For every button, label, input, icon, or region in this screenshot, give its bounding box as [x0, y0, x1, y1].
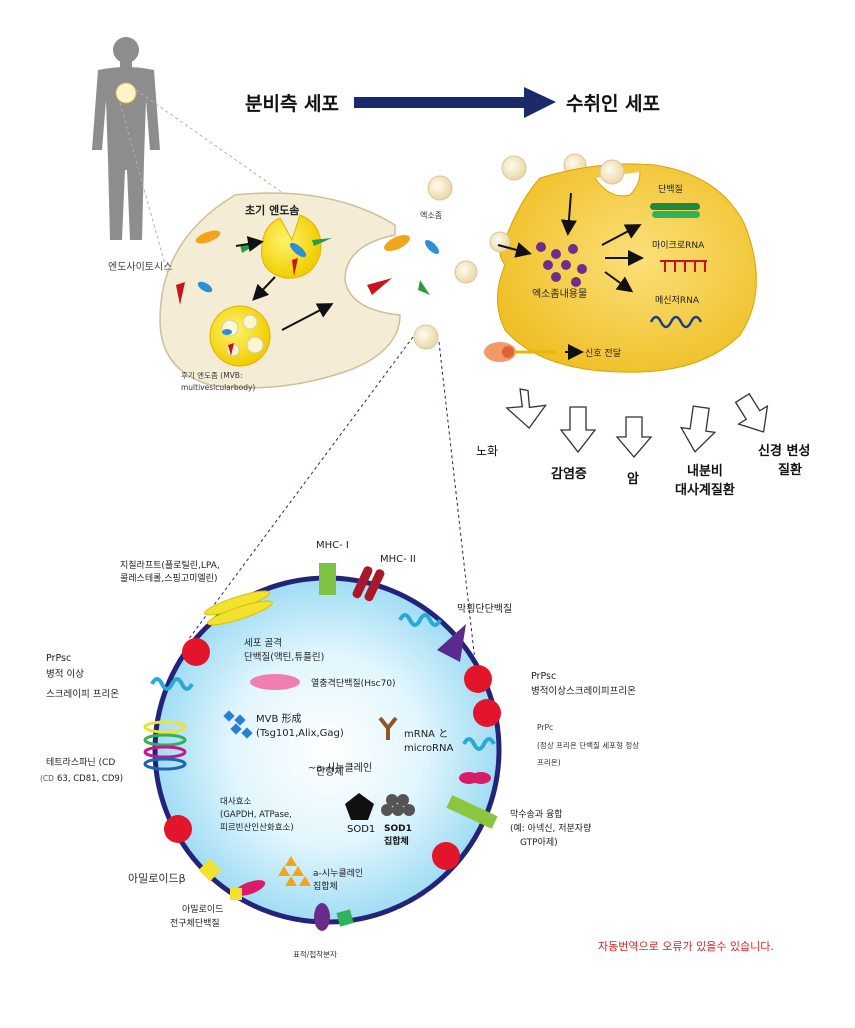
mrna-label-line1: mRNA と [404, 728, 448, 740]
late-endosome-mvb [209, 305, 271, 367]
mhc2-label: MHC- II [380, 554, 416, 565]
mvb-label-line1: MVB 形成 [256, 713, 302, 725]
fusion-line3: GTP아제) [520, 837, 558, 848]
disease-endocrine-line1: 내분비 [687, 463, 723, 479]
lipid-raft-label-line1: 지질라프트(플로틸린,LPA, [120, 559, 220, 571]
mhc2-icon [352, 566, 385, 602]
microrna-icon [660, 260, 707, 272]
direction-arrow-icon [354, 87, 556, 118]
prpsc-icon [164, 638, 501, 870]
disease-aging: 노화 [476, 444, 498, 458]
microrna-label: 마이크로RNA [652, 240, 705, 251]
mrna-icon [649, 315, 703, 329]
lipid-raft-icon [204, 590, 273, 626]
tetraspanin-line2a: (CD [40, 774, 54, 783]
heat-shock-label: 열충격단백질(Hsc70) [311, 677, 396, 689]
fusion-line1: 막수송과 융합 [510, 809, 563, 820]
human-silhouette-icon [92, 37, 160, 240]
protein-label: 단백질 [658, 183, 683, 195]
tetraspanin-line1: 테트라스파닌 (CD [46, 757, 115, 768]
marker-label: 표적/접착분자 [293, 949, 337, 959]
early-endosome-label: 초기 엔도솜 [245, 203, 299, 217]
prpc-line3: 프리온) [537, 758, 561, 767]
app-label-line2: 전구체단백질 [170, 917, 220, 929]
heart-spot-icon [115, 82, 137, 104]
disease-cancer: 암 [627, 471, 639, 487]
transmembrane-wave-icon [398, 613, 442, 627]
tetraspanin-line2b: 63, CD81, CD9) [57, 774, 123, 784]
transmembrane-protein-icon [437, 624, 466, 662]
exosome-contents-cluster [536, 242, 587, 287]
mvb-label-line2: (Tsg101,Alix,Gag) [256, 728, 344, 739]
prpc-line2: (정상 프리온 단백질 세포형 정상 [537, 740, 639, 750]
disease-neuro-line1: 신경 변성 [758, 443, 810, 459]
protein-icon [650, 203, 700, 218]
receiving-cell-label: 수취인 세포 [566, 93, 660, 115]
prpsc-right-line1: PrPsc [531, 671, 556, 682]
late-endosome-label-line2: multivesicularbody) [181, 383, 255, 392]
sod1-agg-line2: 집합체 [384, 835, 409, 847]
sod1-aggregate-icon [381, 794, 415, 816]
signal-receptor-icon [484, 342, 555, 362]
messenger-rna-label: 메신저RNA [655, 295, 700, 306]
prpsc-right-line2: 병적이상스크레이피프리온 [531, 685, 636, 697]
fusion-line2: (예: 아넥신, 저분자량 [510, 822, 591, 834]
zoom-line [119, 102, 176, 301]
mvb-formation-icon [223, 710, 253, 739]
cytoskeleton-label-line1: 세포 골격 [244, 637, 282, 649]
zoom-line [438, 341, 477, 671]
mrna-microrna-icon [378, 716, 398, 740]
amyloid-beta-label: 아밀로이드β [128, 872, 186, 885]
synuclein-agg-line1: a-시누클레인 [313, 868, 363, 879]
process-arrows [235, 236, 334, 331]
mrna-label-line2: microRNA [404, 743, 453, 754]
receiving-arrows [497, 192, 644, 360]
mhc1-label: MHC- I [316, 540, 349, 551]
disease-neuro-line2: 질환 [778, 462, 802, 478]
transmembrane-label: 막횡단단백질 [457, 603, 512, 615]
secreting-cell-label: 분비측 세포 [245, 93, 339, 115]
sod1-label: SOD1 [347, 824, 375, 835]
sod1-icon [345, 793, 374, 820]
signal-label: 신호 전달 [585, 347, 621, 359]
enzyme-line2: (GAPDH, ATPase, [220, 810, 292, 820]
heat-shock-protein-icon [250, 674, 300, 690]
mhc1-icon [319, 563, 336, 595]
app-label-line1: 아밀로이드 [182, 903, 223, 915]
prpsc-left-line3: 스크레이피 프리온 [46, 689, 119, 700]
zoom-line [187, 336, 414, 641]
lipid-raft-label-line2: 콜레스테롤,스핑고미엘린) [120, 573, 217, 584]
tetraspanin-icon [143, 720, 187, 771]
prpc-line1: PrPc [537, 723, 553, 732]
prpsc-left-line2: 병적 이상 [46, 668, 84, 680]
prpc-wave-icon [462, 737, 496, 751]
disease-endocrine-line2: 대사계질환 [675, 482, 735, 498]
prpsc-wave-icon [150, 677, 194, 691]
disease-inflammation: 감염증 [551, 466, 587, 482]
exosome-contents-label: 엑소좀내용물 [532, 288, 587, 300]
exosome-label: 엑소좀 [420, 210, 442, 220]
target-adhesion-icon [314, 903, 354, 931]
late-endosome-label-line1: 후기 엔도좀 (MVB: [181, 370, 242, 380]
synuclein-aggregate-icon [278, 856, 311, 886]
synuclein-mono-line2: 단량체 [316, 766, 344, 778]
endocytosis-label: 엔도사이토시스 [108, 261, 172, 273]
enzyme-line3: 피르빈산인산화효소) [220, 822, 294, 833]
auto-translation-note: 자동번역으로 오류가 있을수 있습니다. [598, 940, 774, 953]
disease-arrows [505, 388, 769, 459]
cytoskeleton-label-line2: 단백질(액틴,튜플린) [244, 651, 324, 663]
fusion-protein-icon [446, 772, 498, 829]
enzyme-line1: 대사효소 [220, 797, 251, 807]
synuclein-agg-line2: 집합체 [313, 880, 338, 892]
prpsc-left-line1: PrPsc [46, 653, 71, 664]
sod1-agg-line1: SOD1 [384, 824, 412, 834]
app-icon [230, 880, 266, 900]
synuclein-mono-line1: ~a-시누클레인 [308, 762, 372, 774]
